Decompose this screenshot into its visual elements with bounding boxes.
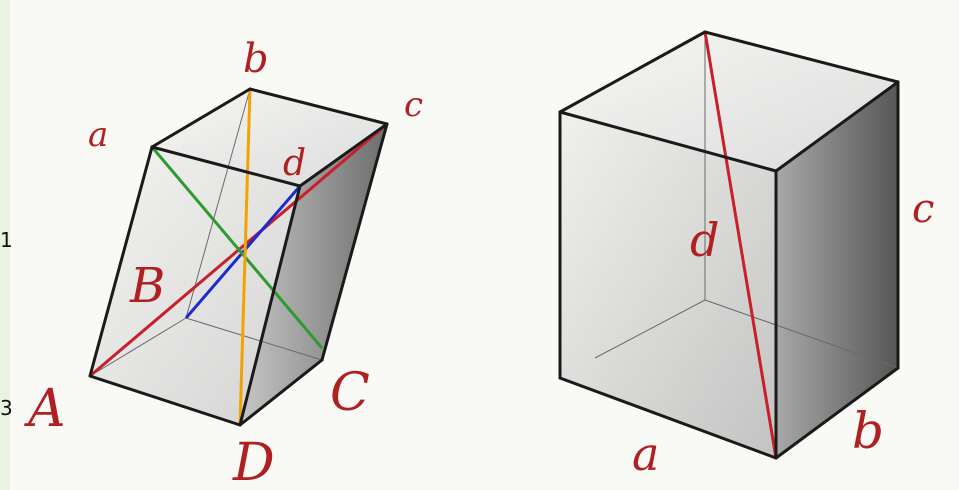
edge-digit-bottom: 3 [0, 396, 13, 420]
left-label-B: B [129, 258, 165, 314]
left-edge-front-left [88, 145, 154, 378]
left-edge-front-right [238, 184, 302, 427]
left-hidden-edge-bottom-left [89, 317, 187, 377]
right-edge-top-back-right [703, 30, 900, 84]
left-frame-strip [0, 0, 10, 490]
left-diagonal-green [150, 146, 324, 349]
left-label-c: c [404, 85, 423, 125]
right-box-side-face [776, 82, 898, 458]
right-label-c: c [912, 186, 934, 232]
right-label-b: b [852, 402, 884, 460]
right-box-edges [558, 30, 900, 460]
left-prism: a b c d A B C D [24, 36, 423, 490]
right-edge-top-front [558, 110, 778, 173]
left-edge-bottom-front [88, 374, 242, 427]
right-diagonal-red [703, 31, 778, 459]
left-label-D: D [232, 433, 275, 490]
left-edge-bottom-right [238, 358, 324, 427]
left-hidden-edge-vertical [185, 88, 251, 319]
right-hidden-edge-left [594, 299, 706, 359]
left-diagonal-orange [238, 88, 252, 426]
left-edge-top-back-left [150, 87, 252, 149]
left-prism-hidden-edges [89, 88, 323, 377]
left-label-A: A [24, 379, 66, 439]
right-label-d: d [690, 213, 719, 267]
left-label-C: C [330, 363, 370, 423]
right-edge-bottom-front [558, 376, 778, 460]
left-edge-top-front [150, 145, 302, 188]
right-box: a b c d [558, 30, 934, 481]
right-box-hidden-edges [594, 32, 899, 369]
right-edge-top-back-left [558, 30, 707, 114]
left-hidden-edge-bottom-right [185, 317, 323, 361]
left-edge-top-right [298, 122, 389, 188]
left-edge-top-back-right [248, 87, 389, 126]
right-edge-top-right [774, 80, 900, 173]
left-prism-edges [88, 87, 389, 427]
left-edge-side-right [320, 122, 389, 362]
left-label-b: b [243, 36, 269, 82]
left-prism-side-face [240, 124, 387, 425]
right-box-front-face [560, 112, 776, 458]
left-label-d: d [283, 143, 306, 184]
right-label-a: a [632, 427, 659, 481]
left-label-a: a [88, 115, 108, 155]
right-hidden-edge-right [704, 299, 899, 369]
edge-digit-top: 1 [0, 228, 13, 252]
right-edge-bottom-right [774, 366, 900, 460]
left-diagonal-blue [184, 185, 302, 319]
